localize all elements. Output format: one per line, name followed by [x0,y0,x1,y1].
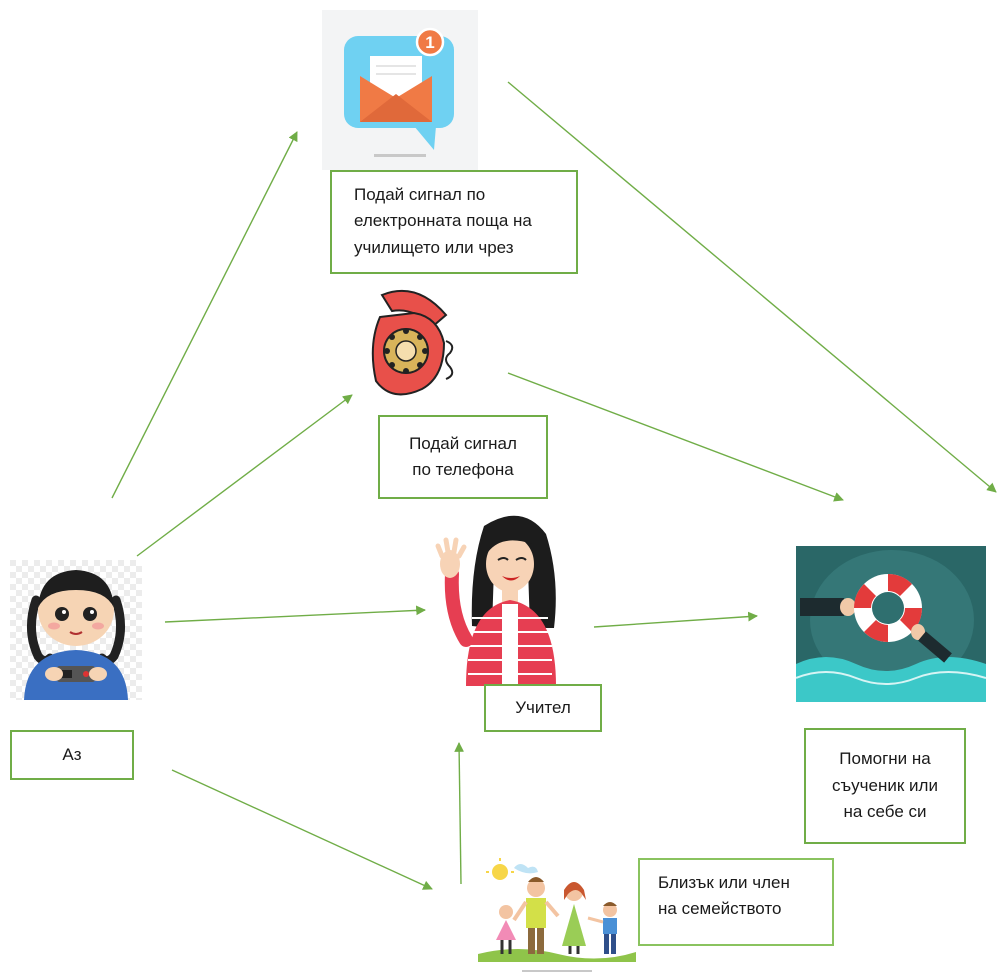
family-node-box: Близък или член на семейството [638,858,834,946]
teacher-node-label: Учител [515,697,571,717]
arrow-email-to-help [507,81,997,493]
me-node-label: Аз [62,744,82,764]
arrow-me-to-email [111,131,298,499]
help-node-line-2: съученик или [832,775,938,795]
arrow-teacher-to-help [593,611,758,628]
phone-node-line-1: Подай сигнал [409,433,517,453]
phone-node-line-2: по телефона [412,460,514,479]
girl-with-gamepad-illustration [10,560,142,700]
teacher-node-box: Учител [484,684,602,732]
teacher-illustration [432,508,582,686]
help-node-line-1: Помогни на [839,749,931,769]
arrow-family-to-teacher [454,742,465,885]
family-node-line-1: Близък или член [658,873,790,892]
me-node-box: Аз [10,730,134,780]
email-node-line-2: електронната поща на [354,211,532,231]
family-illustration [478,858,636,974]
email-node-line-1: Подай сигнал по [354,185,486,204]
phone-node-box: Подай сигнал по телефона [378,415,548,499]
help-node-line-3: на себе си [843,802,927,822]
email-badge-count: 1 [425,33,434,52]
arrow-me-to-phone [136,394,353,557]
help-node-box: Помогни на съученик или на себе си [804,728,966,844]
arrow-phone-to-help [507,372,844,502]
arrow-me-to-teacher [164,605,426,623]
email-node-box: Подай сигнал по електронната поща на учи… [330,170,578,274]
family-node-line-2: на семейството [658,899,782,919]
email-illustration: 1 [322,10,478,170]
lifebuoy-illustration [796,546,986,702]
email-node-line-3: училището или чрез [354,237,514,257]
arrow-me-to-family [171,769,433,890]
phone-illustration [362,285,464,407]
